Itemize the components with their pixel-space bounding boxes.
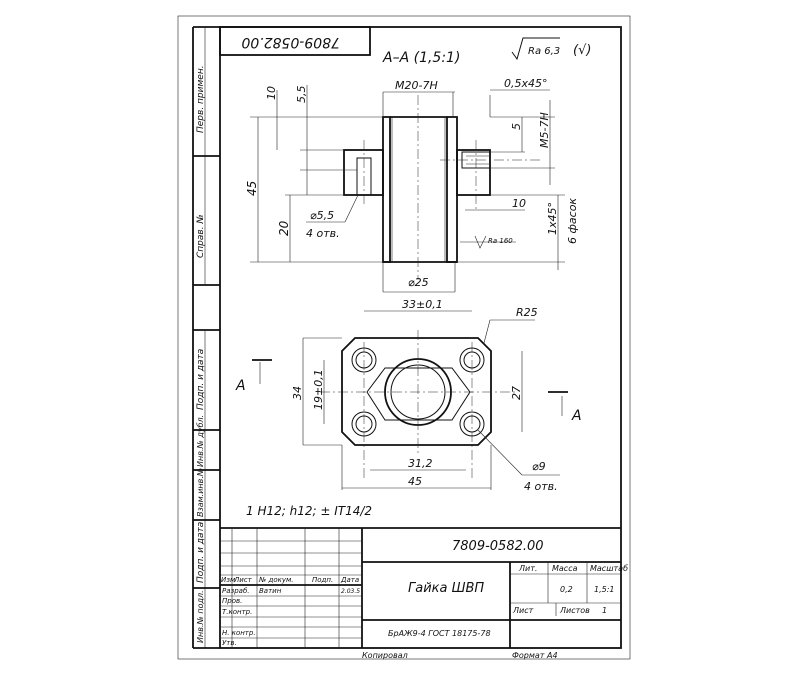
tb-col-list: Лист [233,576,253,584]
section-marker-left: А [235,378,246,394]
side-perv-primen: Перв. примен. [196,65,206,133]
side-inv-podl: Инв.№ подл. [196,590,205,643]
dim-6-chamfers: 6 фасок [566,198,579,244]
dim-m5: M5-7H [538,112,551,148]
tb-sheets: 1 [602,606,607,615]
dim-ra160: Ra 160 [488,237,513,245]
tb-razrab-date: 2.03.5 [341,588,360,595]
dim-chamfer: 0,5x45° [504,77,548,90]
tb-scale-label: Масштаб [590,564,628,573]
side-inv-dubl: Инв.№ дубл. [196,415,205,467]
section-marker-right: А [571,408,582,424]
dim-45-width: 45 [408,475,422,488]
roughness-value: Ra 6,3 [528,46,560,57]
dim-20: 20 [277,220,291,236]
title-block: Изм Лист № докум. Подп. Дата Разраб. Ват… [220,527,628,648]
side-podp-data-1: Подп. и дата [196,349,206,410]
dim-33: 33±0,1 [402,298,443,311]
plan-view: 33±0,1 R25 34 19±0,1 27 31,2 45 ⌀9 4 отв… [235,298,582,493]
side-vzam-inv: Взам.инв.№ [196,468,205,517]
dim-5-5: 5,5 [295,86,308,104]
designation-box: 7809-0582.00 [219,26,371,56]
inner-frame [219,26,622,649]
tb-sheets-label: Листов [559,606,590,615]
dim-r25: R25 [516,306,538,319]
copied-label: Копировал [362,651,408,660]
dim-34: 34 [291,386,304,400]
dim-4-holes-b: 4 отв. [524,480,558,493]
side-columns: Перв. примен. Справ. № Подп. и дата Инв.… [192,26,220,649]
dim-27: 27 [510,386,523,400]
dim-10-top: 10 [265,86,278,100]
side-sprav-no: Справ. № [196,214,206,258]
format-label: Формат А4 [512,651,558,660]
tb-mass: 0,2 [560,585,573,594]
dim-m20: M20-7H [395,79,438,92]
tb-col-sign: Подп. [312,576,333,584]
dim-4-holes: 4 отв. [306,227,340,240]
tb-scale: 1,5:1 [594,585,615,594]
dim-10-bottom: 10 [512,197,526,210]
tb-material: БрАЖ9-4 ГОСТ 18175-78 [388,629,491,638]
drawing-number-rotated: 7809-0582.00 [241,34,340,50]
dim-d5-5: ⌀5,5 [310,209,334,222]
tb-razrab-name: Ватин [259,587,282,595]
section-title: А–А (1,5:1) [382,50,460,66]
tb-row-tkontr: Т.контр. [222,608,252,616]
sheet-border [177,15,631,660]
tb-number: 7809-0582.00 [452,539,544,554]
dim-chamfer2: 1x45° [546,202,559,235]
tb-lit-label: Лит. [518,564,537,573]
tolerance-note: 1 Н12; h12; ± IT14/2 [246,504,372,518]
tb-col-date: Дата [340,576,359,584]
tb-row-razrab: Разраб. [222,587,250,595]
dim-45: 45 [245,181,259,196]
tb-mass-label: Масса [552,564,578,573]
tb-col-izm: Изм [221,576,236,584]
roughness-check: (√) [573,43,591,58]
tb-row-prov: Пров. [222,597,242,605]
section-view: 45 20 10 5,5 M20-7H 0,5x45° 5 M5-7H 10 1… [245,77,579,293]
tb-part-name: Гайка ШВП [408,581,484,596]
tb-sheet-label: Лист [512,606,534,615]
dim-5: 5 [510,123,523,130]
tb-row-utv: Утв. [222,639,237,647]
dim-d25: ⌀25 [408,276,429,289]
tb-row-nkontr: Н. контр. [222,629,256,637]
tb-col-doc: № докум. [258,576,294,584]
dim-d9: ⌀9 [532,460,546,473]
roughness-symbol: Ra 6,3 (√) [511,37,591,61]
dim-19: 19±0,1 [312,369,325,410]
side-podp-data-2: Подп. и дата [196,522,206,583]
dim-31-2: 31,2 [408,457,433,470]
